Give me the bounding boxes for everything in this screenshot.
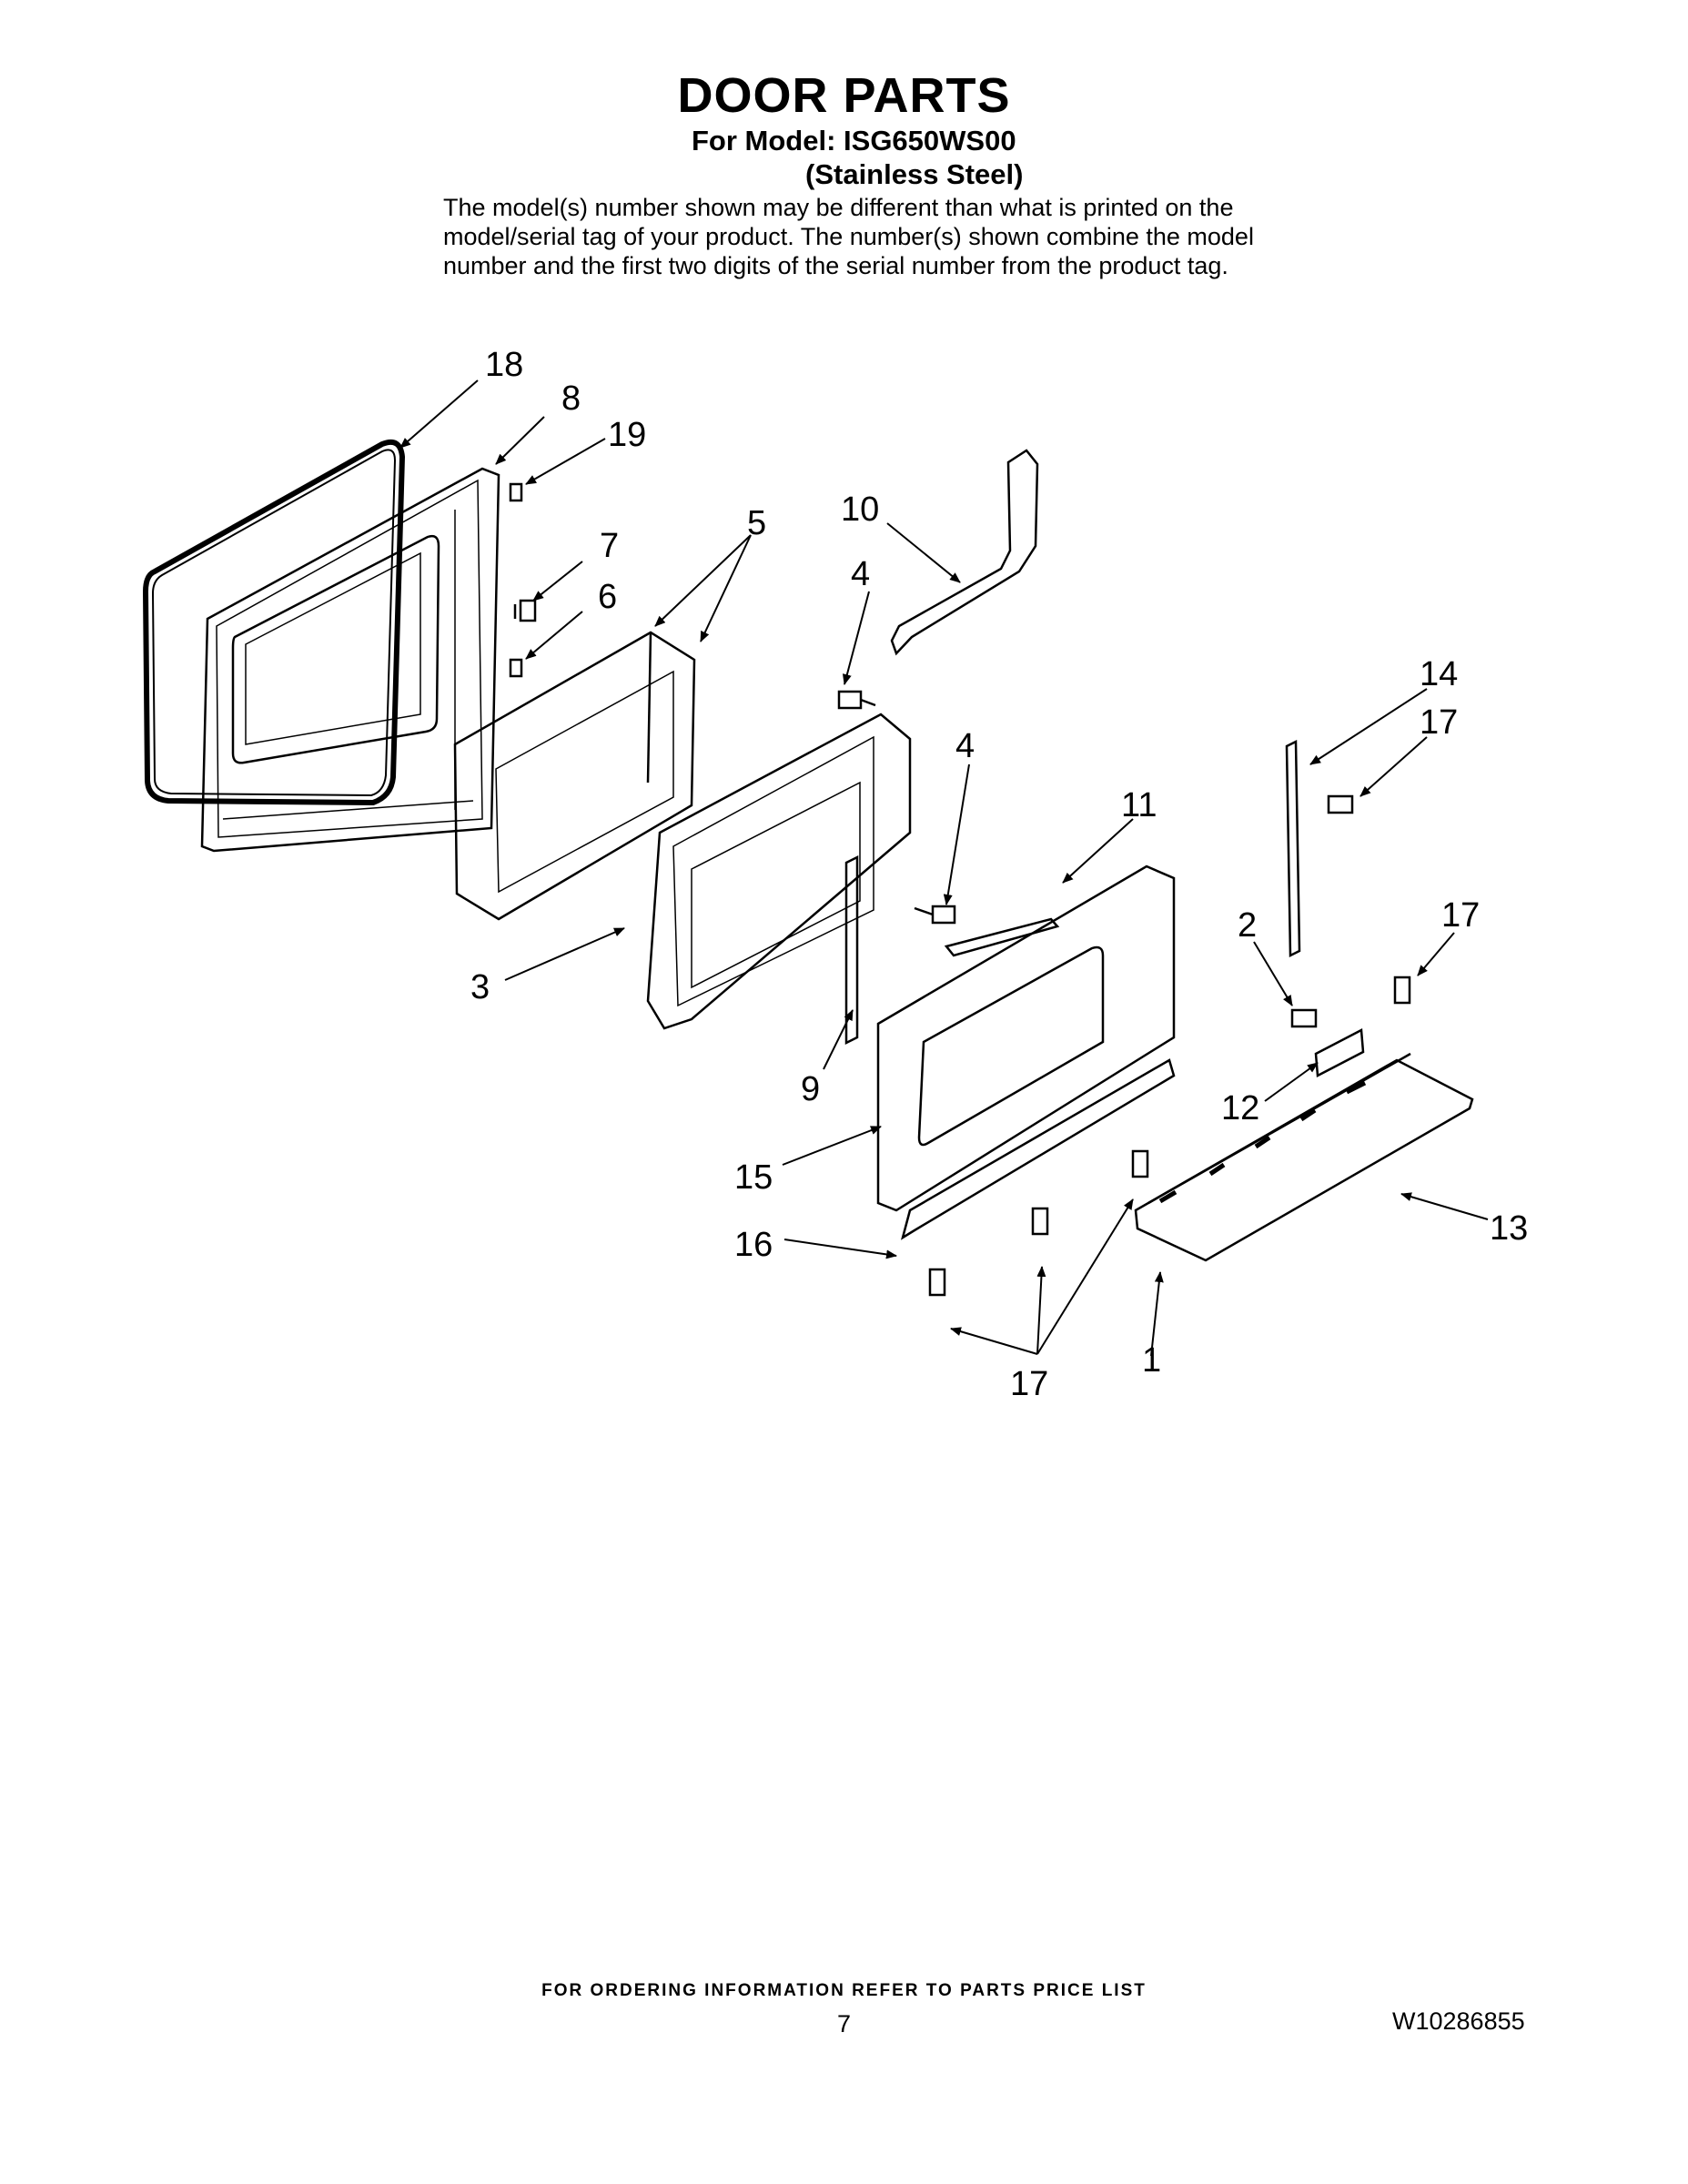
screw-4-lower-drawing <box>914 905 956 925</box>
door-glass-drawing <box>453 631 696 921</box>
part-7-drawing <box>513 599 537 622</box>
disclaimer-line: The model(s) number shown may be differe… <box>443 194 1234 221</box>
callout-4-upper: 4 <box>851 555 870 593</box>
part-19-drawing <box>509 482 523 502</box>
hinge-bar-drawing <box>1285 739 1301 958</box>
bracket-12-drawing <box>1314 1028 1365 1077</box>
model-disclaimer: The model(s) number shown may be differe… <box>443 193 1317 280</box>
callout-5: 5 <box>747 504 766 542</box>
callout-4-lower: 4 <box>955 727 975 765</box>
callout-8: 8 <box>561 379 581 418</box>
callout-13: 13 <box>1490 1209 1528 1248</box>
callout-17-bottom: 17 <box>1010 1365 1048 1403</box>
callout-1: 1 <box>1142 1341 1161 1380</box>
callout-3: 3 <box>470 968 490 1006</box>
callout-19: 19 <box>608 416 646 454</box>
callout-16: 16 <box>734 1226 773 1264</box>
callout-14: 14 <box>1420 655 1458 693</box>
outer-door-panel-drawing <box>876 864 1176 1212</box>
side-trim-drawing <box>844 854 859 1046</box>
disclaimer-line: number and the first two digits of the s… <box>443 252 1228 279</box>
door-vent-trim-drawing <box>890 449 1039 656</box>
callout-labels: 18 8 19 7 6 5 10 4 4 14 17 11 3 2 17 9 1… <box>470 346 1528 1403</box>
screw-17-drawings <box>928 794 1411 1297</box>
page-title: DOOR PARTS <box>677 68 1011 123</box>
document-number: W10286855 <box>1392 2007 1525 2035</box>
page-number: 7 <box>836 2010 852 2037</box>
ordering-note: FOR ORDERING INFORMATION REFER TO PARTS … <box>541 1981 1147 2000</box>
screw-4-upper-drawing <box>837 690 876 710</box>
callout-15: 15 <box>734 1158 773 1197</box>
part-6-drawing <box>509 658 523 678</box>
door-gasket-drawing <box>142 439 406 806</box>
callout-12: 12 <box>1221 1089 1259 1127</box>
callout-6: 6 <box>598 578 617 616</box>
handle-13-drawing <box>1134 1052 1474 1262</box>
screw-2-drawing <box>1290 1008 1318 1028</box>
callout-7: 7 <box>600 527 619 565</box>
callout-10: 10 <box>841 490 879 529</box>
inner-glass-pack-drawing <box>646 713 912 1030</box>
callout-17-right: 17 <box>1441 896 1480 935</box>
model-number: For Model: ISG650WS00 <box>692 125 1016 157</box>
callout-9: 9 <box>801 1070 820 1108</box>
disclaimer-line: model/serial tag of your product. The nu… <box>443 223 1254 250</box>
leader-lines <box>399 379 1489 1357</box>
callout-2: 2 <box>1238 906 1257 945</box>
strip-11-drawing <box>944 917 1060 957</box>
callout-11: 11 <box>1121 786 1157 824</box>
callout-17-hinge: 17 <box>1420 703 1458 742</box>
model-finish: (Stainless Steel) <box>805 158 1024 190</box>
callout-18: 18 <box>485 346 523 384</box>
bottom-trim-drawing <box>900 1058 1176 1240</box>
